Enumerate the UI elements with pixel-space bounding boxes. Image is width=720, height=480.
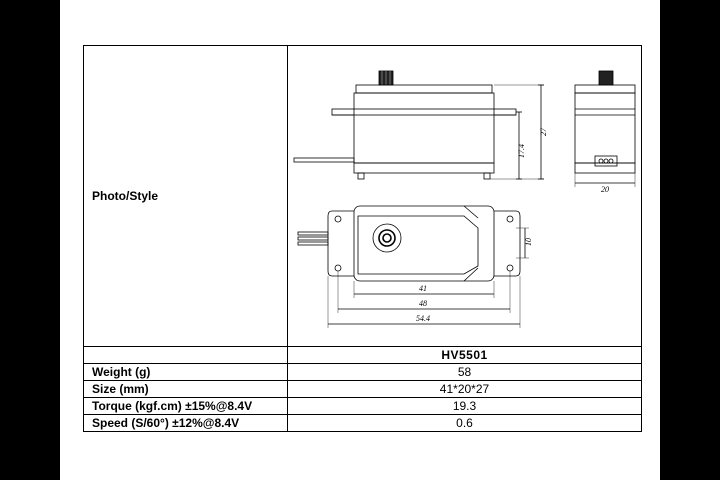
technical-drawing-cell: 17.4 27 bbox=[287, 45, 642, 347]
dim-length-mount-label: 48 bbox=[419, 299, 427, 308]
servo-technical-drawing: 17.4 27 bbox=[293, 70, 636, 328]
servo-front-view bbox=[293, 70, 544, 180]
model-name: HV5501 bbox=[287, 346, 642, 364]
spec-label: Torque (kgf.cm) ±15%@8.4V bbox=[83, 397, 288, 415]
dim-height-body-label: 17.4 bbox=[517, 144, 526, 158]
model-row: HV5501 bbox=[83, 346, 642, 364]
spec-table: Photo/Style bbox=[83, 45, 642, 432]
spec-row-weight: Weight (g) 58 bbox=[83, 363, 642, 381]
spec-label: Size (mm) bbox=[83, 380, 288, 398]
model-label-cell bbox=[83, 346, 288, 364]
dim-height-total-label: 27 bbox=[539, 127, 548, 136]
spec-row-torque: Torque (kgf.cm) ±15%@8.4V 19.3 bbox=[83, 397, 642, 415]
dim-length-total-label: 54.4 bbox=[416, 314, 430, 323]
spec-value: 0.6 bbox=[287, 414, 642, 432]
spec-label: Speed (S/60°) ±12%@8.4V bbox=[83, 414, 288, 432]
spec-value: 19.3 bbox=[287, 397, 642, 415]
dim-length-body-label: 41 bbox=[419, 284, 427, 293]
servo-top-view bbox=[297, 205, 529, 328]
dim-mount-height-label: 10 bbox=[524, 238, 533, 246]
spec-label: Weight (g) bbox=[83, 363, 288, 381]
spec-row-speed: Speed (S/60°) ±12%@8.4V 0.6 bbox=[83, 414, 642, 432]
spec-value: 58 bbox=[287, 363, 642, 381]
servo-side-view bbox=[574, 70, 636, 187]
spec-sheet-page: Photo/Style bbox=[60, 0, 660, 480]
photo-row: Photo/Style bbox=[83, 45, 642, 347]
spec-row-size: Size (mm) 41*20*27 bbox=[83, 380, 642, 398]
spec-value: 41*20*27 bbox=[287, 380, 642, 398]
photo-style-label: Photo/Style bbox=[83, 45, 288, 347]
dim-width-side-label: 20 bbox=[601, 185, 609, 194]
